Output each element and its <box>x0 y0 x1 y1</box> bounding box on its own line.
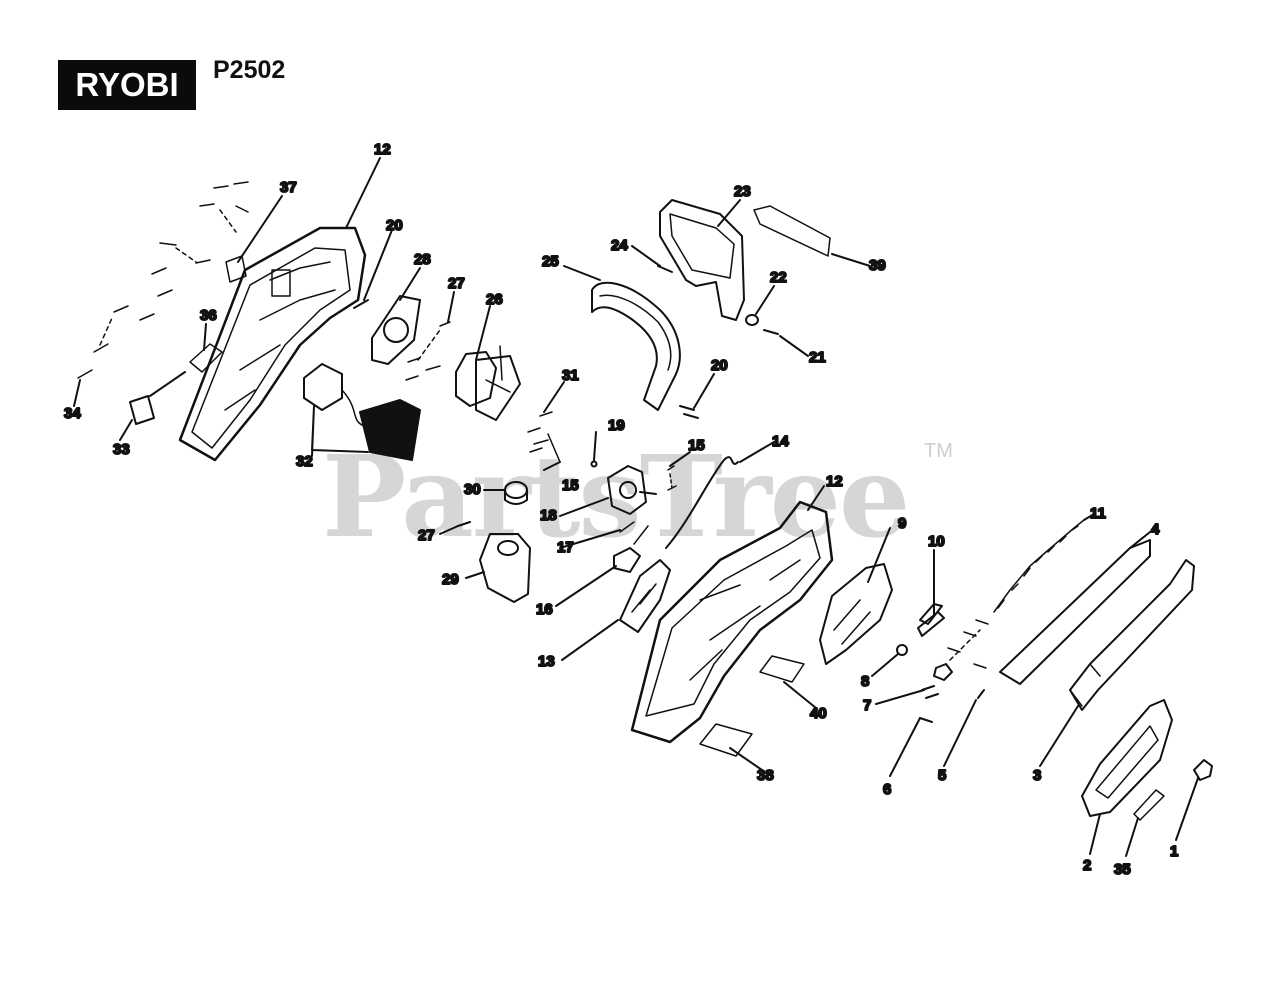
gasket-part-28[interactable] <box>371 295 421 365</box>
chain-cover-part-2[interactable] <box>1081 699 1173 817</box>
callout-6: 6 <box>883 781 891 798</box>
callout-12-left: 12 <box>374 141 391 158</box>
left-housing-part[interactable] <box>178 226 367 462</box>
label-part-39[interactable] <box>753 205 831 257</box>
callout-38: 38 <box>757 767 774 784</box>
callout-29: 29 <box>442 571 459 588</box>
callout-40: 40 <box>810 705 827 722</box>
screw-set-31[interactable] <box>527 411 561 463</box>
callout-28: 28 <box>414 251 431 268</box>
label-part-38[interactable] <box>699 723 753 757</box>
switch-assembly-32[interactable] <box>303 363 421 461</box>
part-17[interactable] <box>619 521 635 533</box>
callout-16: 16 <box>536 601 553 618</box>
callout-11: 11 <box>1090 505 1106 522</box>
callout-35: 35 <box>1114 861 1131 878</box>
guide-bar-part-4[interactable] <box>999 539 1151 685</box>
right-housing-part[interactable] <box>630 500 834 744</box>
callout-10: 10 <box>928 533 945 550</box>
screw-part-21[interactable] <box>763 329 779 335</box>
oil-pump-part-18[interactable] <box>607 465 657 515</box>
leader-lines <box>73 157 1199 857</box>
screw-part-20-left[interactable] <box>353 299 369 309</box>
callout-36: 36 <box>200 307 217 324</box>
callout-12-right: 12 <box>826 473 843 490</box>
watermark: PartsTree <box>322 432 910 563</box>
chain-part-11[interactable] <box>993 519 1085 613</box>
callout-3: 3 <box>1033 767 1041 784</box>
ryobi-logo: RYOBI <box>58 60 196 110</box>
callout-33: 33 <box>113 441 130 458</box>
callout-14: 14 <box>772 433 789 450</box>
model-number: P2502 <box>213 56 286 84</box>
oil-tank-part-29[interactable] <box>479 533 531 603</box>
screw-set-34[interactable] <box>77 181 249 379</box>
screw-part-20-right[interactable] <box>679 405 699 419</box>
washer-part-22[interactable] <box>745 314 759 326</box>
callout-4: 4 <box>1151 521 1160 538</box>
plate-part-10[interactable] <box>917 603 945 637</box>
part-19[interactable] <box>590 460 598 468</box>
motor-part-26[interactable] <box>455 345 521 421</box>
callout-37: 37 <box>280 179 297 196</box>
callout-9: 9 <box>898 515 906 532</box>
screw-part-6[interactable] <box>919 717 933 723</box>
callout-39: 39 <box>869 257 886 274</box>
callout-numbers: 1 2 3 4 5 6 7 8 9 10 11 12 12 13 14 15 1… <box>63 140 1179 879</box>
callout-21: 21 <box>809 349 826 366</box>
part-16[interactable] <box>613 525 649 573</box>
nut-part-7[interactable] <box>921 663 953 699</box>
hand-guard-part-23[interactable] <box>659 199 745 321</box>
callout-25: 25 <box>542 253 559 270</box>
callout-32: 32 <box>296 453 313 470</box>
callout-27-lower: 27 <box>418 527 435 544</box>
callout-8: 8 <box>861 673 869 690</box>
label-part-35[interactable] <box>1133 789 1165 821</box>
trademark-mark: TM <box>924 440 953 462</box>
callout-5: 5 <box>938 767 946 784</box>
label-part-40[interactable] <box>759 655 805 683</box>
pin-part-5[interactable] <box>977 689 985 699</box>
bar-assembly-part-3[interactable] <box>1069 559 1195 711</box>
front-handle-part-25[interactable] <box>591 281 681 411</box>
screw-part-15[interactable] <box>667 465 677 491</box>
callout-34: 34 <box>64 405 81 422</box>
callout-15-right: 15 <box>688 437 705 454</box>
callout-19: 19 <box>608 417 625 434</box>
handle-trigger-part-13[interactable] <box>619 559 671 633</box>
callout-22: 22 <box>770 269 787 286</box>
cover-part-9[interactable] <box>819 563 893 665</box>
callout-17: 17 <box>557 539 574 556</box>
knob-part-1[interactable] <box>1193 759 1213 781</box>
callout-24: 24 <box>611 237 628 254</box>
callout-31: 31 <box>562 367 579 384</box>
screw-set-bar[interactable] <box>947 619 989 669</box>
screw-part-24[interactable] <box>657 265 673 273</box>
washer-part-8[interactable] <box>896 644 908 656</box>
screw-set-27[interactable] <box>405 321 451 381</box>
callout-30: 30 <box>464 481 481 498</box>
oil-cap-part-30[interactable] <box>504 481 528 505</box>
callout-15-left: 15 <box>562 477 579 494</box>
callout-1: 1 <box>1170 843 1178 860</box>
knob-part-33[interactable] <box>129 371 186 425</box>
callout-18: 18 <box>540 507 557 524</box>
callout-26: 26 <box>486 291 503 308</box>
logo-text: RYOBI <box>75 66 179 103</box>
callout-2: 2 <box>1083 857 1091 874</box>
label-part-37[interactable] <box>225 255 247 283</box>
callout-20-right: 20 <box>711 357 728 374</box>
callout-20-left: 20 <box>386 217 403 234</box>
callout-27-upper: 27 <box>448 275 465 292</box>
callout-7: 7 <box>863 697 871 714</box>
oil-line-part-14[interactable] <box>665 456 739 549</box>
screw-part-27-lower[interactable] <box>457 521 471 527</box>
callout-23: 23 <box>734 183 751 200</box>
callout-13: 13 <box>538 653 555 670</box>
